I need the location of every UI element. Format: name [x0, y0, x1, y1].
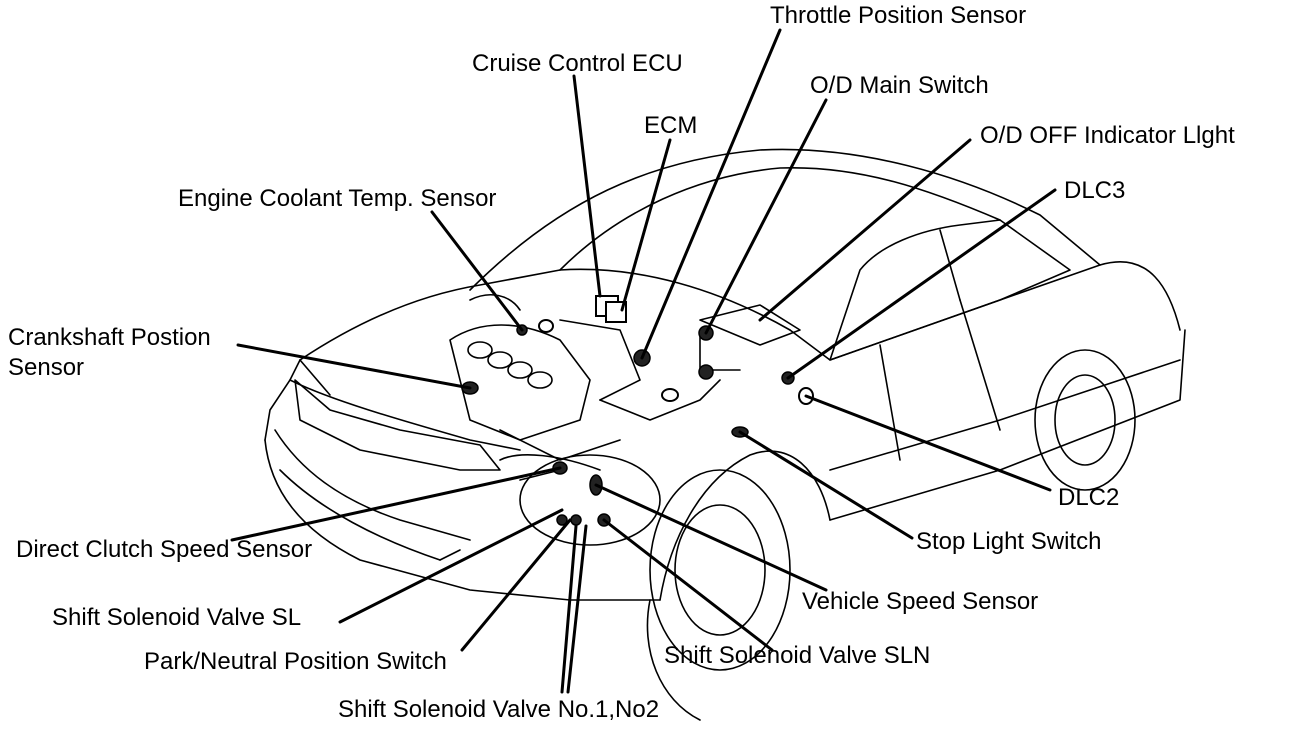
leader-shift-solenoid-sl — [338, 508, 564, 624]
car-body — [264, 148, 1186, 721]
label-shift-solenoid-valve-sl: Shift Solenoid Valve SL — [52, 604, 302, 631]
solenoid-part-b — [570, 514, 582, 526]
label-throttle-position-sensor: Throttle Position Sensor — [770, 2, 1027, 29]
label-dlc2: DLC2 — [1058, 484, 1120, 511]
label-crankshaft-position-sensor-line2: Sensor — [8, 354, 85, 381]
leader-dlc2 — [804, 394, 1052, 492]
leader-lines — [230, 28, 1057, 694]
leader-shift-solenoid-no1 — [560, 524, 578, 694]
label-shift-solenoid-valve-sln: Shift Solenoid Valve SLN — [664, 642, 931, 669]
label-shift-solenoid-valve-no1-no2: Shift Solenoid Valve No.1,No2 — [338, 696, 660, 723]
leader-crankshaft-sensor — [236, 343, 472, 390]
leader-vehicle-speed-sensor — [594, 483, 828, 592]
label-dlc3: DLC3 — [1064, 177, 1126, 204]
label-park-neutral-position-switch: Park/Neutral Position Switch — [144, 648, 447, 675]
leader-park-neutral-switch — [460, 518, 572, 652]
label-vehicle-speed-sensor: Vehicle Speed Sensor — [802, 588, 1039, 615]
leader-stop-light-switch — [738, 430, 914, 540]
solenoid-part-a — [556, 514, 568, 526]
label-stop-light-switch: Stop Light Switch — [916, 528, 1102, 555]
ecm-part — [661, 388, 679, 402]
leader-od-off-indicator — [758, 138, 972, 322]
component-markers — [461, 295, 814, 527]
leader-throttle-position-sensor — [640, 28, 782, 360]
leader-ecm — [620, 138, 672, 312]
leader-shift-solenoid-no2 — [566, 524, 588, 694]
leader-cruise-control-ecu — [572, 74, 602, 298]
label-od-off-indicator-light: O/D OFF Indicator Llght — [980, 122, 1235, 149]
leader-shift-solenoid-sln — [602, 518, 774, 652]
label-crankshaft-position-sensor-line1: Crankshaft Postion — [8, 324, 211, 351]
engine-part — [538, 319, 554, 333]
leader-direct-clutch-sensor — [230, 466, 562, 542]
leader-engine-coolant-temp — [430, 210, 524, 332]
label-direct-clutch-speed-sensor: Direct Clutch Speed Sensor — [16, 536, 313, 563]
label-ecm: ECM — [644, 112, 698, 139]
shift-lever-part — [698, 364, 714, 380]
label-od-main-switch: O/D Main Switch — [810, 72, 989, 99]
leader-dlc3 — [786, 188, 1057, 380]
label-engine-coolant-temp-sensor: Engine Coolant Temp. Sensor — [178, 185, 497, 212]
ecu-box-part — [605, 301, 627, 323]
leader-od-main-switch — [704, 98, 828, 335]
label-cruise-control-ecu: Cruise Control ECU — [472, 50, 683, 77]
